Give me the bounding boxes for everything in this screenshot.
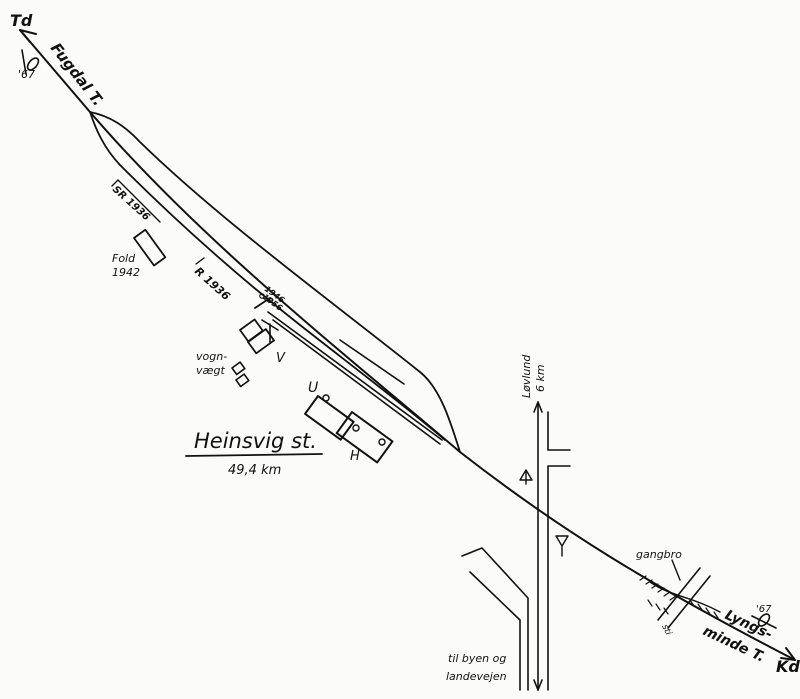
buffer-dot-b [267,297,273,303]
road-south-line2: landevejen [446,670,507,683]
building-fold [133,228,167,267]
signal-northwest [21,49,40,75]
signal-disc-se [757,613,771,627]
labels: Td Fugdal T. '67 SR 1936 Fold 1942 R 193… [10,11,800,683]
signal-southeast [751,613,777,629]
station-building-u-door [322,394,330,402]
northwest-next-station: Fugdal T. [47,39,107,109]
road-east-edge-south [547,465,571,691]
crossing-signs [519,469,569,557]
vognvaegt-line1: vogn- [196,350,227,363]
r-tick [195,257,205,265]
cutting-hatch-upper [639,575,677,601]
footbridge-area [639,559,721,629]
road-south-arrow [533,679,543,691]
road-north-line1: Løvlund [520,354,533,398]
signal-year-right: '67 [756,604,772,615]
station-building-u [304,395,355,441]
weighbridge-b [235,373,250,388]
footbridge-line-a [657,567,701,621]
building-vognvaegt [231,361,250,388]
vognvaegt-line2: vægt [196,364,225,377]
building-u-label: U [308,380,318,396]
building-v-part1 [239,318,264,343]
building-v-annex [261,319,279,343]
building-h [335,411,394,464]
side-road-inner [469,571,521,691]
station-building-h [335,411,394,464]
northwest-code: Td [10,11,33,30]
track-r-label: R 1936 [192,265,233,304]
path-label: sti [659,623,673,637]
short-track-b [272,319,441,445]
footbridge-leader [671,559,681,581]
footbridge-label: gangbro [636,548,682,561]
station-building-h-window [378,438,386,446]
southeast-arrow [780,647,796,661]
signal-post-se [751,615,777,629]
fold-label-line2: 1942 [112,266,140,279]
side-road-outer [461,547,529,691]
main-line [19,29,796,661]
building-h-label: H [350,449,360,464]
signal-disc-nw [26,57,40,71]
passing-loop-track [89,111,461,453]
building-u [304,394,355,441]
weighbridge-a [231,361,246,376]
fold-label-line1: Fold [112,252,136,265]
buffer-dot-a [259,293,265,299]
station-name: Heinsvig st. [194,429,317,453]
building-v [239,318,279,355]
crossing-sign-south [555,535,569,557]
fold-building [133,228,167,267]
short-track-upper [339,339,405,385]
siding-track-sr [89,111,446,441]
signal-post-nw [21,49,27,75]
road-east-edge-north [547,411,571,451]
station-building-h-door [352,424,360,432]
crossing-sign-north [519,469,533,485]
building-v-label: V [276,351,286,366]
roads [461,401,571,691]
cutting-hatch-lower [647,599,719,619]
road-north-arrow [533,401,543,413]
road-north-line2: 6 km [534,364,547,392]
short-track-a [267,311,443,441]
signal-year-left: '67 [18,68,35,81]
station-name-underline [185,453,323,457]
station-distance: 49,4 km [228,463,281,478]
main-track [19,29,796,661]
sr-bracket [111,179,161,223]
station-tracks [89,111,461,453]
cutting-edge [649,581,721,613]
footbridge-line-b [667,575,711,629]
road-south-line1: til byen og [448,652,506,665]
southeast-code: Kd [776,657,800,676]
